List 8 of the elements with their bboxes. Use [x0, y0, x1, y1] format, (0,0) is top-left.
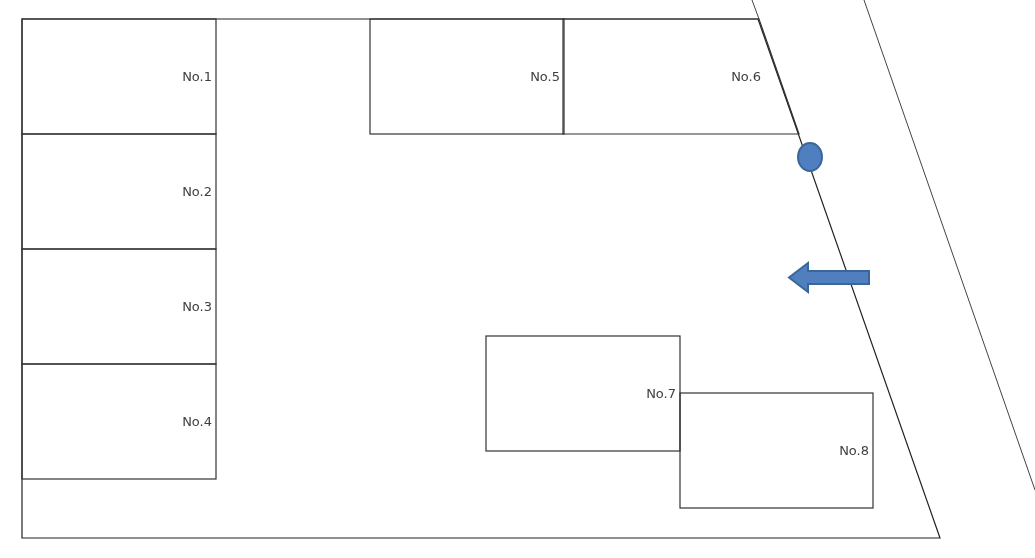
lot-number: No.7: [646, 385, 676, 402]
lot-number: No.6: [731, 68, 761, 85]
lot-number: No.5: [530, 68, 560, 85]
lot-number: No.8: [839, 442, 869, 459]
lot-number: No.1: [182, 68, 212, 85]
lot-number: No.2: [182, 183, 212, 200]
lot-number: No.4: [182, 413, 212, 430]
lot-number: No.3: [182, 298, 212, 315]
